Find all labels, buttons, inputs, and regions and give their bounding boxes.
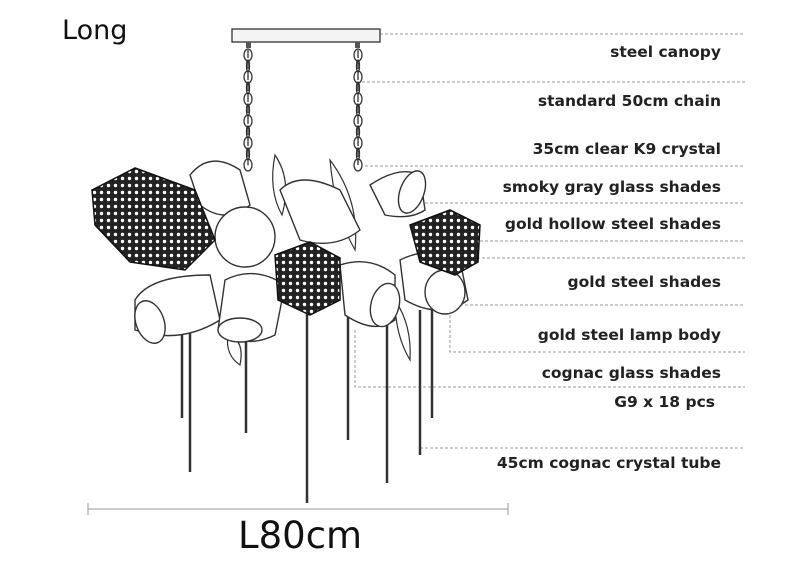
length-dimension: L80cm: [238, 514, 363, 557]
chain-link: [353, 158, 363, 172]
canopy: [231, 28, 381, 43]
chain-link: [243, 48, 253, 62]
chain-link: [353, 114, 363, 128]
label-chain: standard 50cm chain: [537, 92, 721, 110]
label-lamp-body: gold steel lamp body: [537, 326, 721, 344]
chain-link: [355, 59, 361, 73]
chain-link: [243, 158, 253, 172]
chain-link: [245, 147, 251, 161]
chain-link: [353, 136, 363, 150]
chain-link: [355, 125, 361, 139]
chain-link: [245, 125, 251, 139]
label-gold-hollow-shades: gold hollow steel shades: [504, 215, 721, 233]
label-crystal-tube: 45cm cognac crystal tube: [496, 454, 721, 472]
label-bulbs: G9 x 18 pcs: [614, 393, 715, 411]
chain-link: [355, 103, 361, 117]
chains: [243, 48, 363, 172]
leader-lines: [354, 33, 745, 449]
label-k9-crystal: 35cm clear K9 crystal: [532, 140, 721, 158]
glass-shades: [134, 160, 469, 344]
chain-link: [243, 114, 253, 128]
hollow-steel-shades: [91, 167, 481, 316]
chain-link: [355, 81, 361, 95]
chain-link: [245, 59, 251, 73]
label-cognac-shades: cognac glass shades: [541, 364, 721, 382]
chain-link: [355, 147, 361, 161]
chain-link: [243, 136, 253, 150]
chain-link: [353, 48, 363, 62]
label-smoky-gray-shades: smoky gray glass shades: [502, 178, 721, 196]
view-title: Long: [62, 15, 128, 46]
chain-link: [245, 103, 251, 117]
dimension-line: [87, 503, 509, 515]
chain-link: [353, 70, 363, 84]
label-gold-steel-shades: gold steel shades: [567, 273, 721, 291]
crystal-tubes: [180, 300, 434, 503]
label-steel-canopy: steel canopy: [610, 43, 721, 61]
chain-link: [243, 70, 253, 84]
chain-link: [245, 81, 251, 95]
chain-link: [243, 92, 253, 106]
chain-link: [353, 92, 363, 106]
